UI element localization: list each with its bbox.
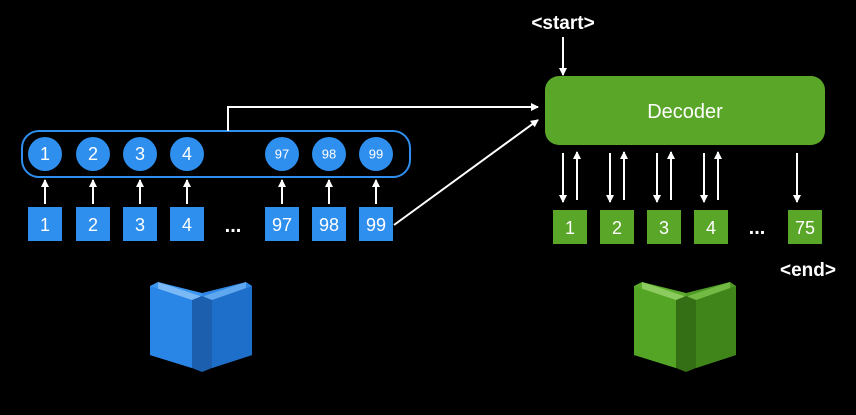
decoder-output-token — [600, 210, 634, 244]
decoder-output-token-label: 2 — [612, 218, 622, 238]
decoder-ellipsis: ... — [749, 217, 766, 239]
encoder-input-token — [28, 207, 62, 241]
encoder-hidden-state — [28, 137, 62, 171]
encoder-hidden-state-label: 97 — [275, 147, 289, 162]
encoder-hidden-state — [76, 137, 110, 171]
encoder-input-token — [265, 207, 299, 241]
encoder-input-token-label: 1 — [40, 215, 50, 235]
encoder-hidden-state-label: 98 — [322, 147, 336, 162]
encoder-hidden-state-label: 3 — [135, 144, 145, 164]
decoder-output-token — [694, 210, 728, 244]
encoder-input-token — [170, 207, 204, 241]
encoder-hidden-state — [312, 137, 346, 171]
encoder-input-token-label: 2 — [88, 215, 98, 235]
encoder-input-token-label: 3 — [135, 215, 145, 235]
context-arrow-top — [227, 103, 539, 131]
encoder-input-token-label: 99 — [366, 215, 386, 235]
encoder-hidden-state-label: 1 — [40, 144, 50, 164]
encoder-input-token — [359, 207, 393, 241]
decoder-output-token — [553, 210, 587, 244]
encoder-input-token — [312, 207, 346, 241]
decoder-output-token-label: 3 — [659, 218, 669, 238]
decoder-output-token-label: 1 — [565, 218, 575, 238]
encoder-hidden-state-label: 4 — [182, 144, 192, 164]
decoder-output-token-label: 75 — [795, 218, 815, 238]
decoder-output-token — [647, 210, 681, 244]
decoder-box — [545, 76, 825, 145]
encoder-input-token-label: 98 — [319, 215, 339, 235]
decoder-label: Decoder — [647, 101, 723, 123]
encoder-input-token — [123, 207, 157, 241]
encoder-hidden-state-label: 2 — [88, 144, 98, 164]
context-arrow-bottom — [393, 119, 539, 226]
source-book-icon — [150, 282, 252, 372]
encoder-hidden-state — [265, 137, 299, 171]
encoder-hidden-state — [123, 137, 157, 171]
encoder-ellipsis: ... — [225, 215, 242, 237]
encoder-container — [21, 130, 411, 178]
encoder-input-token-label: 97 — [272, 215, 292, 235]
encoder-input-token — [76, 207, 110, 241]
decoder-output-token-label: 4 — [706, 218, 716, 238]
end-token-label: <end> — [780, 260, 836, 281]
encoder-hidden-state — [359, 137, 393, 171]
encoder-input-token-label: 4 — [182, 215, 192, 235]
encoder-hidden-state — [170, 137, 204, 171]
decoder-output-token — [788, 210, 822, 244]
start-token-label: <start> — [531, 13, 594, 34]
target-book-icon — [634, 282, 736, 372]
encoder-hidden-state-label: 99 — [369, 147, 383, 162]
